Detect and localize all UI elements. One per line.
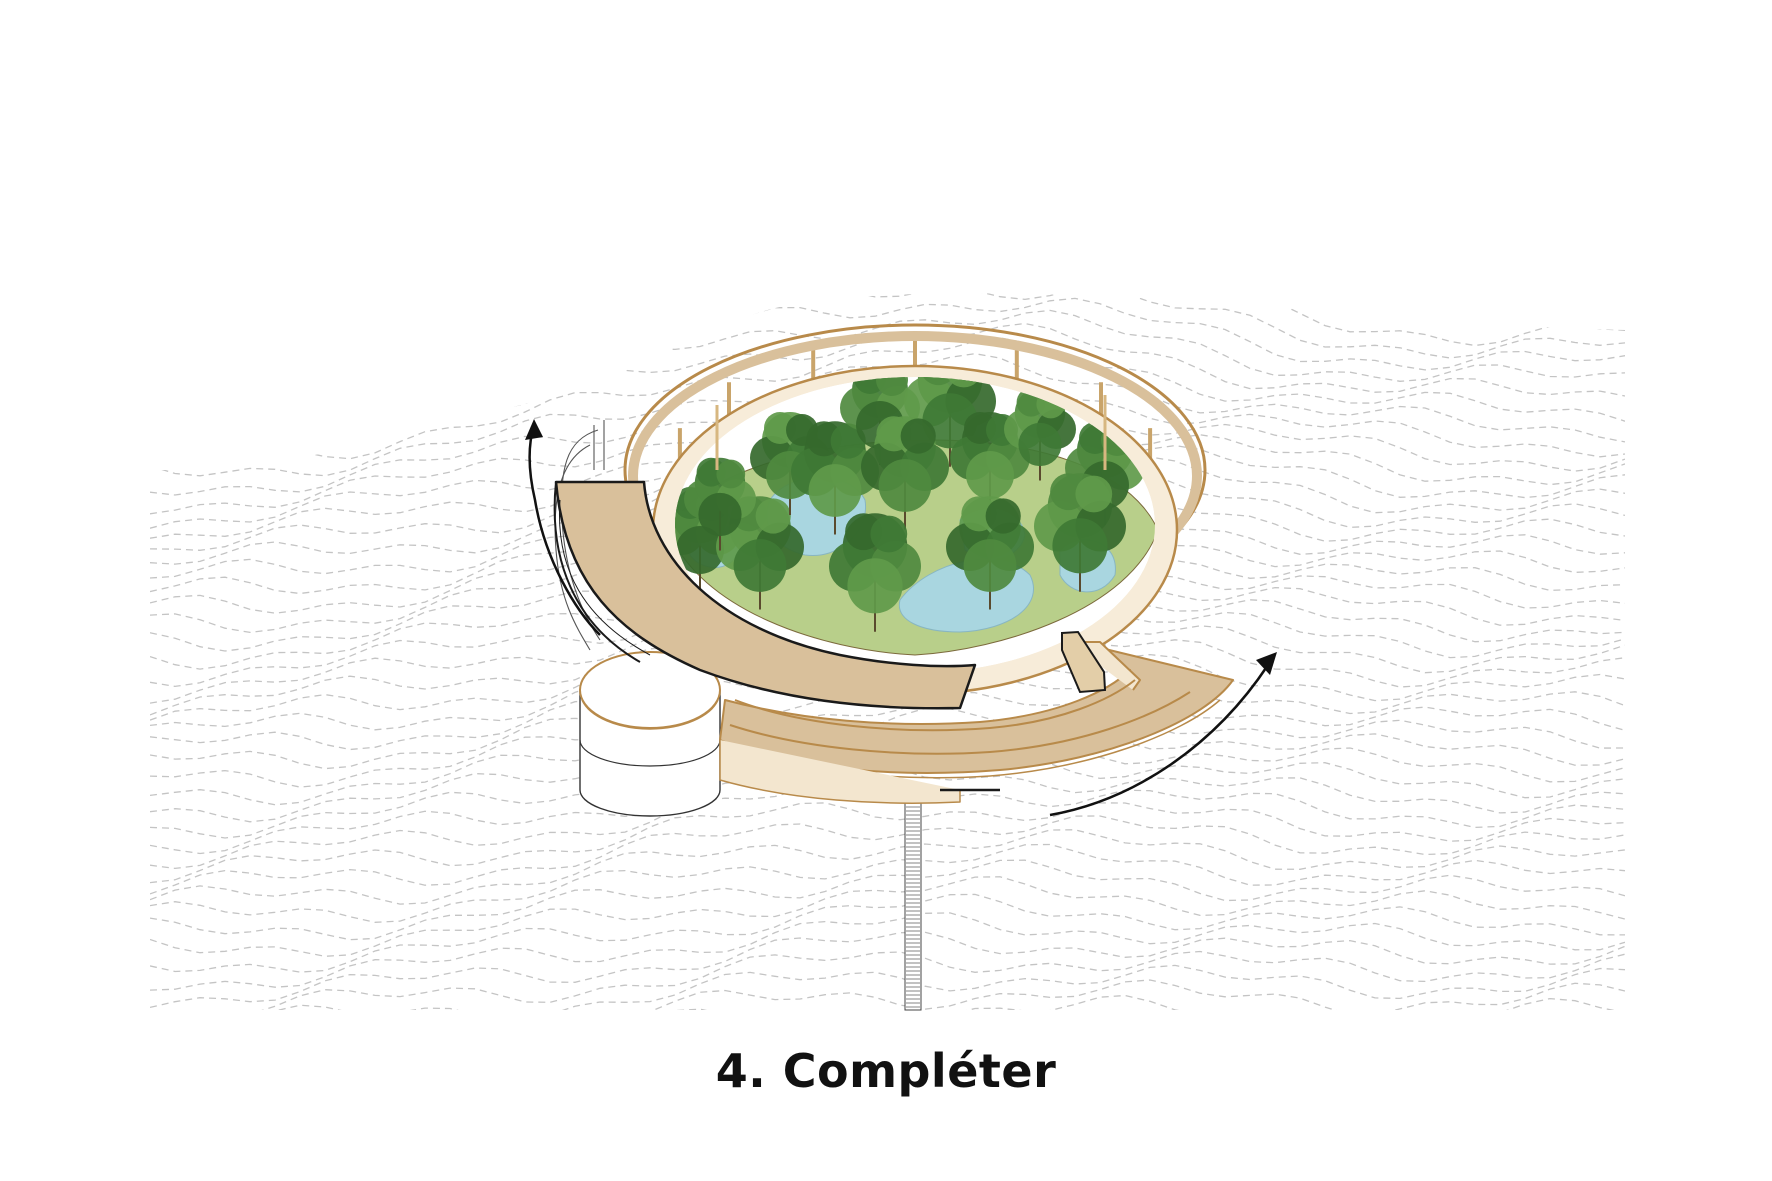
contour-line <box>150 802 1625 884</box>
glass-posts-front <box>715 395 1107 470</box>
tree <box>684 457 756 551</box>
amphitheatre-steps <box>719 639 1234 804</box>
curved-arrow-icon-right[interactable] <box>1049 664 1270 817</box>
tree-icon <box>675 377 1145 632</box>
tree <box>946 496 1034 610</box>
support-column <box>904 789 922 1011</box>
contour-line <box>150 859 1625 941</box>
interior-garden <box>675 377 1155 673</box>
contour-line <box>150 912 1625 991</box>
contour-line <box>150 843 1625 923</box>
contour-line <box>150 297 1625 413</box>
curved-arrow-icon[interactable] <box>528 424 601 636</box>
curved-arrow-head-right <box>1256 652 1277 675</box>
diagram-caption: 4. Compléter <box>715 1044 1057 1098</box>
stair-tower <box>579 651 721 817</box>
contour-line <box>150 829 1625 905</box>
contour-line <box>150 950 1625 1011</box>
contour-line <box>150 931 1625 1009</box>
curved-arrow-head-left <box>525 419 543 440</box>
contour-line <box>150 815 1625 895</box>
contour-line <box>150 876 1625 957</box>
tree <box>791 421 879 535</box>
contour-line <box>150 964 1625 1011</box>
tree <box>861 416 949 530</box>
tree <box>950 412 1030 515</box>
contour-line <box>150 337 1625 460</box>
tree <box>829 513 921 632</box>
tree <box>1034 473 1126 592</box>
contour-line <box>150 893 1625 973</box>
contour-line <box>150 979 1625 1011</box>
timber-walkway <box>553 480 977 710</box>
stair-block <box>1061 630 1107 694</box>
